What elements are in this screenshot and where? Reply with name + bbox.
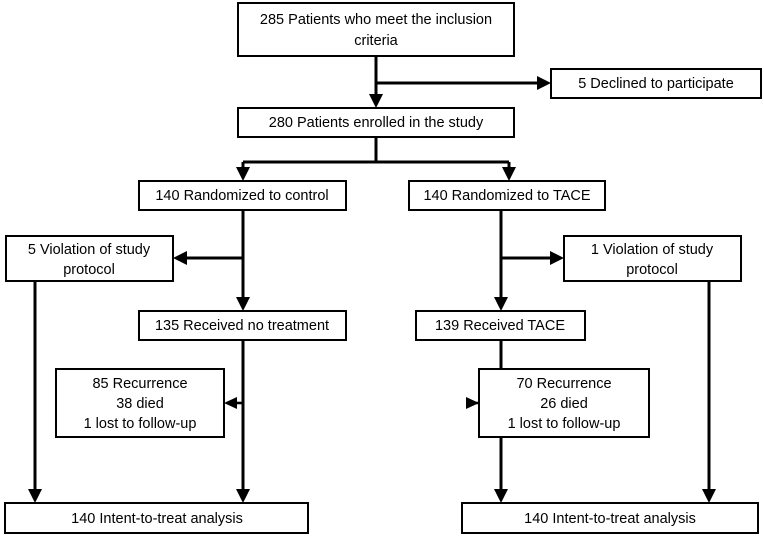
node-outcome-tace-line-2: 26 died [540, 396, 588, 412]
arrow-head-icon [236, 167, 250, 181]
node-outcome-tace-line-1: 70 Recurrence [516, 376, 611, 392]
node-violation-control[interactable]: 5 Violation of study protocol [5, 235, 174, 282]
node-itt-tace-line-1: 140 Intent-to-treat analysis [524, 511, 696, 527]
node-violation-tace-line-2: protocol [626, 262, 678, 278]
edge-rand-control-to-no-treatment [236, 210, 250, 311]
node-inclusion[interactable]: 285 Patients who meet the inclusion crit… [237, 2, 515, 57]
node-received-no-treatment[interactable]: 135 Received no treatment [138, 310, 347, 341]
arrow-head-icon [494, 297, 508, 311]
node-received-tace-box[interactable] [415, 310, 586, 341]
node-enrolled[interactable]: 280 Patients enrolled in the study [237, 107, 515, 138]
node-rand-control[interactable]: 140 Randomized to control [138, 180, 347, 211]
node-outcome-control-line-2: 38 died [116, 396, 164, 412]
node-itt-control-box[interactable] [4, 502, 309, 534]
arrow-head-icon [550, 251, 564, 265]
arrow-head-icon [369, 94, 383, 108]
node-rand-tace-box[interactable] [408, 180, 606, 211]
arrow-head-icon [224, 397, 237, 409]
node-violation-tace-box[interactable] [563, 235, 742, 282]
arrow-head-icon [702, 489, 716, 503]
node-itt-control[interactable]: 140 Intent-to-treat analysis [4, 502, 309, 534]
node-received-tace[interactable]: 139 Received TACE [415, 310, 586, 341]
node-received-no-treatment-box[interactable] [138, 310, 347, 341]
node-enrolled-box[interactable] [237, 107, 515, 138]
node-itt-tace-box[interactable] [461, 502, 759, 534]
node-outcome-tace-line-3: 1 lost to follow-up [508, 416, 621, 432]
node-declined[interactable]: 5 Declined to participate [550, 68, 762, 99]
node-rand-tace-line-1: 140 Randomized to TACE [423, 188, 590, 204]
node-violation-control-line-2: protocol [63, 262, 115, 278]
node-outcome-tace[interactable]: 70 Recurrence 26 died 1 lost to follow-u… [478, 368, 650, 438]
arrow-head-icon [537, 76, 551, 90]
edge-violation-left-to-itt [28, 281, 42, 503]
node-violation-tace-line-1: 1 Violation of study [591, 242, 714, 258]
node-rand-control-line-1: 140 Randomized to control [155, 188, 328, 204]
node-enrolled-line-1: 280 Patients enrolled in the study [269, 115, 484, 131]
node-violation-tace[interactable]: 1 Violation of study protocol [563, 235, 742, 282]
arrow-head-icon [173, 251, 187, 265]
arrow-head-icon [502, 167, 516, 181]
edge-inclusion-to-enrolled [369, 56, 383, 108]
edge-violation-right-to-itt [702, 281, 716, 503]
arrow-head-icon [494, 489, 508, 503]
node-received-tace-line-1: 139 Received TACE [435, 318, 565, 334]
edge-rand-tace-to-violation [501, 251, 564, 265]
edge-no-treatment-to-itt [236, 340, 250, 503]
node-rand-control-box[interactable] [138, 180, 347, 211]
node-itt-tace[interactable]: 140 Intent-to-treat analysis [461, 502, 759, 534]
edge-rand-control-to-violation [173, 251, 243, 265]
node-inclusion-box[interactable] [237, 2, 515, 57]
edge-rand-tace-to-received-tace [494, 210, 508, 311]
node-violation-control-box[interactable] [5, 235, 174, 282]
arrow-head-icon [236, 489, 250, 503]
edge-enrolled-split [236, 137, 516, 181]
node-inclusion-line-2: criteria [354, 33, 398, 49]
node-declined-line-1: 5 Declined to participate [578, 76, 734, 92]
node-received-no-treatment-line-1: 135 Received no treatment [155, 318, 329, 334]
arrow-head-icon [236, 297, 250, 311]
edge-no-treatment-to-outcome [224, 397, 243, 409]
node-violation-control-line-1: 5 Violation of study [28, 242, 151, 258]
node-outcome-control-box[interactable] [55, 368, 225, 438]
node-rand-tace[interactable]: 140 Randomized to TACE [408, 180, 606, 211]
node-declined-box[interactable] [550, 68, 762, 99]
node-inclusion-line-1: 285 Patients who meet the inclusion [260, 12, 492, 28]
node-outcome-control[interactable]: 85 Recurrence 38 died 1 lost to follow-u… [55, 368, 225, 438]
edge-inclusion-to-declined [376, 76, 551, 90]
node-outcome-tace-box[interactable] [478, 368, 650, 438]
arrow-head-icon [466, 397, 479, 409]
node-itt-control-line-1: 140 Intent-to-treat analysis [71, 511, 243, 527]
arrow-head-icon [28, 489, 42, 503]
node-outcome-control-line-1: 85 Recurrence [92, 376, 187, 392]
node-outcome-control-line-3: 1 lost to follow-up [84, 416, 197, 432]
